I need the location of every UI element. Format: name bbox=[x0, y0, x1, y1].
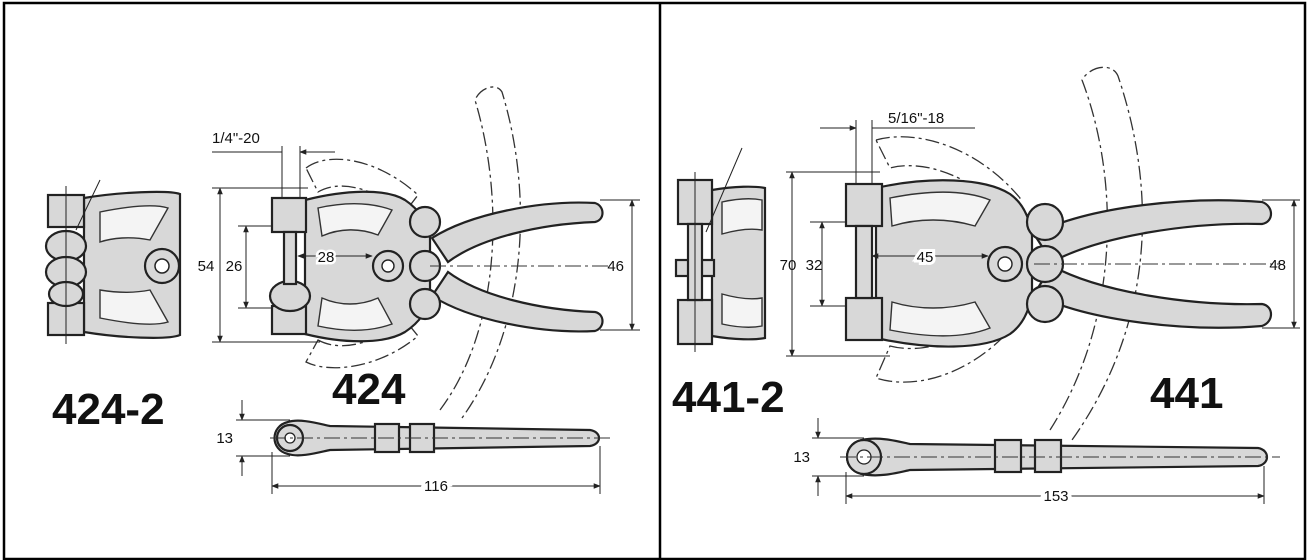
dim-height-outer-424: 54 bbox=[198, 258, 215, 275]
dim-reach-424: 28 bbox=[318, 249, 335, 266]
dim-thickness-424: 13 bbox=[216, 430, 233, 447]
clamp-441-view bbox=[844, 66, 1280, 441]
dim-height-inner-424: 26 bbox=[226, 258, 243, 275]
dims-424 bbox=[212, 146, 640, 343]
dim-height-inner-441: 32 bbox=[806, 257, 823, 274]
model-label-441: 441 bbox=[1150, 369, 1223, 418]
dim-thickness-441: 13 bbox=[793, 449, 810, 466]
clamp-424-2-view bbox=[44, 179, 182, 344]
clamp-441-2-view bbox=[674, 147, 767, 352]
panel-424: 1/4"-20 54 26 28 46 13 116 424 424-2 bbox=[44, 86, 640, 499]
dim-handle-span-424: 46 bbox=[607, 258, 624, 275]
dim-reach-441: 45 bbox=[917, 249, 934, 266]
thread-label-441: 5/16"-18 bbox=[888, 110, 944, 127]
variant-label-424-2: 424-2 bbox=[52, 385, 165, 434]
clamp-424-view bbox=[268, 86, 610, 419]
model-label-424: 424 bbox=[332, 365, 406, 414]
dim-length-441: 153 bbox=[1043, 488, 1068, 505]
clamp-424-top-view bbox=[236, 400, 610, 494]
dim-height-outer-441: 70 bbox=[780, 257, 797, 274]
thread-label-424: 1/4"-20 bbox=[212, 130, 260, 147]
panel-441: 5/16"-18 70 32 45 48 13 153 441 441-2 bbox=[672, 66, 1300, 509]
variant-label-441-2: 441-2 bbox=[672, 373, 785, 422]
clamp-441-top-view bbox=[812, 418, 1280, 504]
dim-length-424: 116 bbox=[424, 478, 448, 495]
dim-handle-span-441: 48 bbox=[1269, 257, 1286, 274]
dims-441 bbox=[786, 120, 1300, 357]
